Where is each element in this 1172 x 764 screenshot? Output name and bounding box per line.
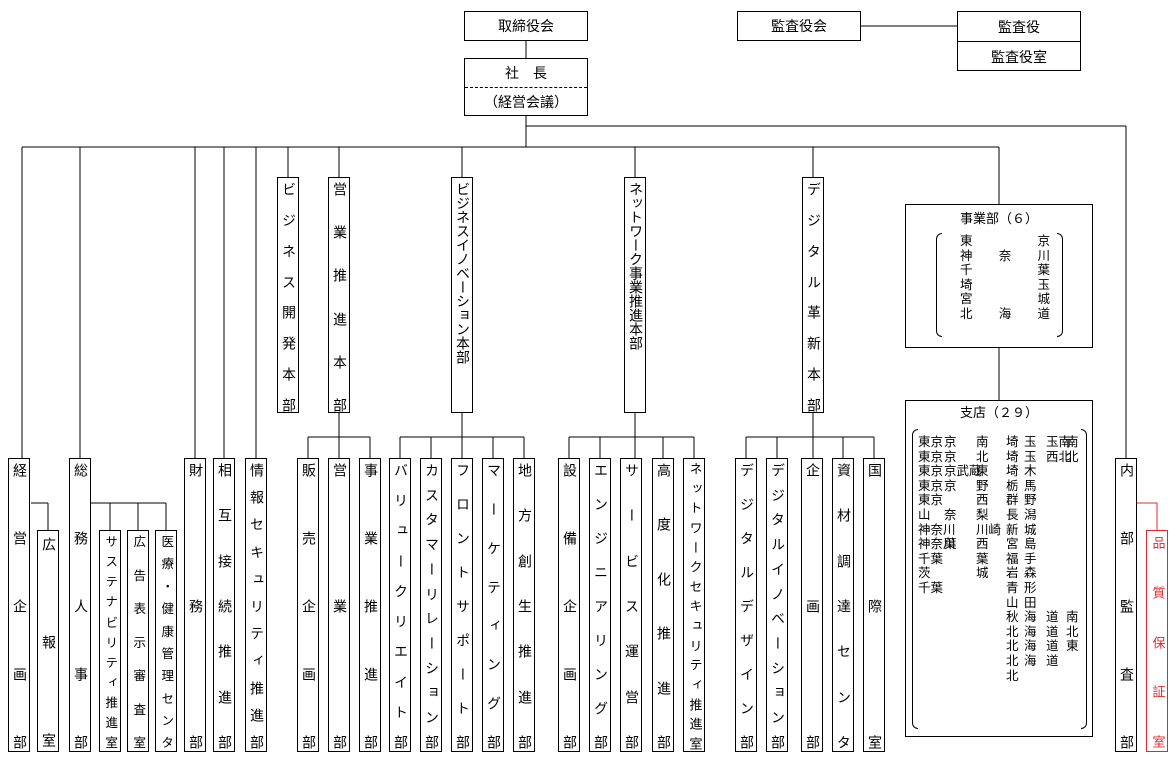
dept-regional-revitalization: 地方創生推進部: [513, 458, 535, 752]
hq-business-innovation: ビジネスイノベーション本部: [451, 177, 473, 413]
office-quality-assurance: 品質保証室: [1146, 530, 1168, 752]
branches-col-7: 南 北 南 北 東: [1066, 434, 1079, 654]
dept-advancement: 高度化推進部: [652, 458, 674, 752]
dept-sales-label: 営業部: [331, 463, 347, 749]
branches-col-2: 京 京 京武蔵 京 奈 葉: [944, 434, 982, 552]
business-divisions-list: 東 京 神 奈 川 千 葉 埼 玉 宮 城 北 海 道: [960, 233, 1050, 321]
president: 社 長: [465, 59, 587, 88]
dept-customer-relation-label: カスタマーリレーション部: [423, 463, 439, 749]
dept-corporate-planning: 経営企画部: [8, 458, 30, 752]
dept-planning: 企画部: [801, 458, 823, 752]
dept-sales-planning-label: 販売企画部: [300, 463, 316, 749]
board-label: 取締役会: [498, 19, 554, 35]
auditor-office: 監査役室: [958, 42, 1080, 71]
office-public-relations: 広報室: [37, 530, 59, 752]
board-of-directors: 取締役会: [464, 11, 588, 41]
dept-digital-design: デジタルデザイン部: [735, 458, 757, 752]
dept-marketing-label: マーケティング部: [485, 463, 501, 749]
dept-digital-innovation-label: デジタルイノベーション部: [769, 463, 785, 749]
hq-business-development-label: ビジネス開発本部: [280, 182, 296, 412]
president-box: 社 長 （経営会議）: [464, 58, 588, 116]
dept-front-support: フロントサポート部: [451, 458, 473, 752]
business-divisions-title: 事業部（６）: [959, 212, 1038, 227]
office-network-security-label: ネットワークセキュリティ推進室: [686, 462, 702, 750]
dept-interconnection-label: 相互接続推進部: [216, 463, 232, 749]
dept-engineering: エンジニアリング部: [589, 458, 611, 752]
hq-business-innovation-label: ビジネスイノベーション本部: [454, 182, 470, 364]
dept-marketing: マーケティング部: [482, 458, 504, 752]
right-bracket-icon: [1057, 233, 1063, 337]
auditor: 監査役: [958, 12, 1080, 42]
office-public-relations-label: 広報室: [40, 537, 56, 747]
left-bracket-icon: [936, 233, 942, 337]
center-medical-health: 医療・健康管理センタ: [155, 530, 177, 752]
dept-front-support-label: フロントサポート部: [454, 463, 470, 749]
office-international-label: 国際室: [866, 463, 882, 749]
branches-title: 支店（２９）: [959, 406, 1038, 421]
branches-col-4: 埼 埼 埼 栃 群 長 新 宮 福 岩 青 山 秋 北 北 北 北: [1006, 434, 1019, 683]
dept-digital-innovation: デジタルイノベーション部: [766, 458, 788, 752]
hq-business-development: ビジネス開発本部: [277, 177, 299, 413]
left-bracket-icon: [912, 429, 918, 729]
dept-value-create: バリュークリエイト部: [389, 458, 411, 752]
dept-info-security: 情報セキュリティ推進部: [245, 458, 267, 752]
office-ad-review: 広告表示審査室: [127, 530, 149, 752]
dept-sales: 営業部: [328, 458, 350, 752]
branches-col-3: 南 北 東 野 西 梨 川崎 西 葉 城: [976, 434, 1002, 581]
auditor-label: 監査役: [998, 19, 1040, 36]
hq-sales-promotion-label: 営業推進本部: [331, 182, 347, 412]
office-sustainability: サステナビリティ推進室: [99, 530, 121, 752]
dept-engineering-label: エンジニアリング部: [592, 463, 608, 749]
dept-value-create-label: バリュークリエイト部: [392, 463, 408, 749]
hq-digital-innovation-label: デジタル革新本部: [805, 182, 821, 412]
dept-general-affairs-hr-label: 総務人事部: [72, 463, 88, 749]
dept-info-security-label: 情報セキュリティ推進部: [248, 463, 264, 749]
dept-facility-planning: 設備企画部: [558, 458, 580, 752]
dept-service-operation: サービス運営部: [620, 458, 642, 752]
center-procurement-label: 資材調達センタ: [835, 463, 851, 749]
auditor-group: 監査役 監査役室: [957, 11, 1081, 71]
office-ad-review-label: 広告表示審査室: [131, 535, 147, 749]
office-quality-assurance-label: 品質保証室: [1149, 536, 1165, 748]
dept-planning-label: 企画部: [804, 463, 820, 749]
dept-sales-planning: 販売企画部: [297, 458, 319, 752]
branches-col-1: 東京 東京 東京 東京 東京 山 神奈川 神奈川 千葉 茨 千葉: [918, 434, 956, 595]
dept-facility-planning-label: 設備企画部: [561, 463, 577, 749]
dept-business-promotion: 事業推進部: [359, 458, 381, 752]
dept-general-affairs-hr: 総務人事部: [69, 458, 91, 752]
audit-board-label: 監査役会: [771, 19, 827, 35]
right-bracket-icon: [1081, 429, 1087, 729]
branches-col-5: 玉 玉 木 馬 野 潟 城 島 手 森 形 田 海 海 海 海: [1024, 434, 1037, 668]
office-network-security: ネットワークセキュリティ推進室: [683, 458, 705, 752]
center-medical-health-label: 医療・健康管理センタ: [159, 535, 175, 749]
dept-service-operation-label: サービス運営部: [623, 463, 639, 749]
management-meeting: （経営会議）: [465, 88, 587, 116]
audit-board: 監査役会: [737, 11, 861, 41]
dept-internal-audit: 内部監査部: [1115, 458, 1137, 752]
dept-internal-audit-label: 内部監査部: [1118, 463, 1134, 749]
hq-network-business-label: ネットワーク事業推進本部: [627, 182, 643, 350]
president-label: 社 長: [505, 66, 547, 82]
dept-finance-label: 財務部: [187, 463, 203, 749]
hq-network-business: ネットワーク事業推進本部: [624, 177, 646, 413]
dept-corporate-planning-label: 経営企画部: [11, 463, 27, 749]
office-international: 国際室: [863, 458, 885, 752]
dept-regional-revitalization-label: 地方創生推進部: [516, 463, 532, 749]
branches-box: 支店（２９） 東京 東京 東京 東京 東京 山 神奈川 神奈川 千葉 茨 千葉 …: [905, 400, 1093, 737]
center-procurement: 資材調達センタ: [832, 458, 854, 752]
auditor-office-label: 監査役室: [991, 49, 1047, 66]
dept-interconnection: 相互接続推進部: [213, 458, 235, 752]
dept-customer-relation: カスタマーリレーション部: [420, 458, 442, 752]
hq-digital-innovation: デジタル革新本部: [802, 177, 824, 413]
branches-col-6: 玉南 西北 道 道 道 道: [1046, 434, 1072, 668]
dept-digital-design-label: デジタルデザイン部: [738, 463, 754, 749]
dept-finance: 財務部: [184, 458, 206, 752]
management-meeting-label: （経営会議）: [484, 95, 568, 111]
business-divisions-box: 事業部（６） 東 京 神 奈 川 千 葉 埼 玉 宮 城 北 海 道: [905, 204, 1093, 348]
office-sustainability-label: サステナビリティ推進室: [103, 535, 119, 749]
hq-sales-promotion: 営業推進本部: [328, 177, 350, 413]
dept-business-promotion-label: 事業推進部: [362, 463, 378, 749]
dept-advancement-label: 高度化推進部: [655, 463, 671, 749]
